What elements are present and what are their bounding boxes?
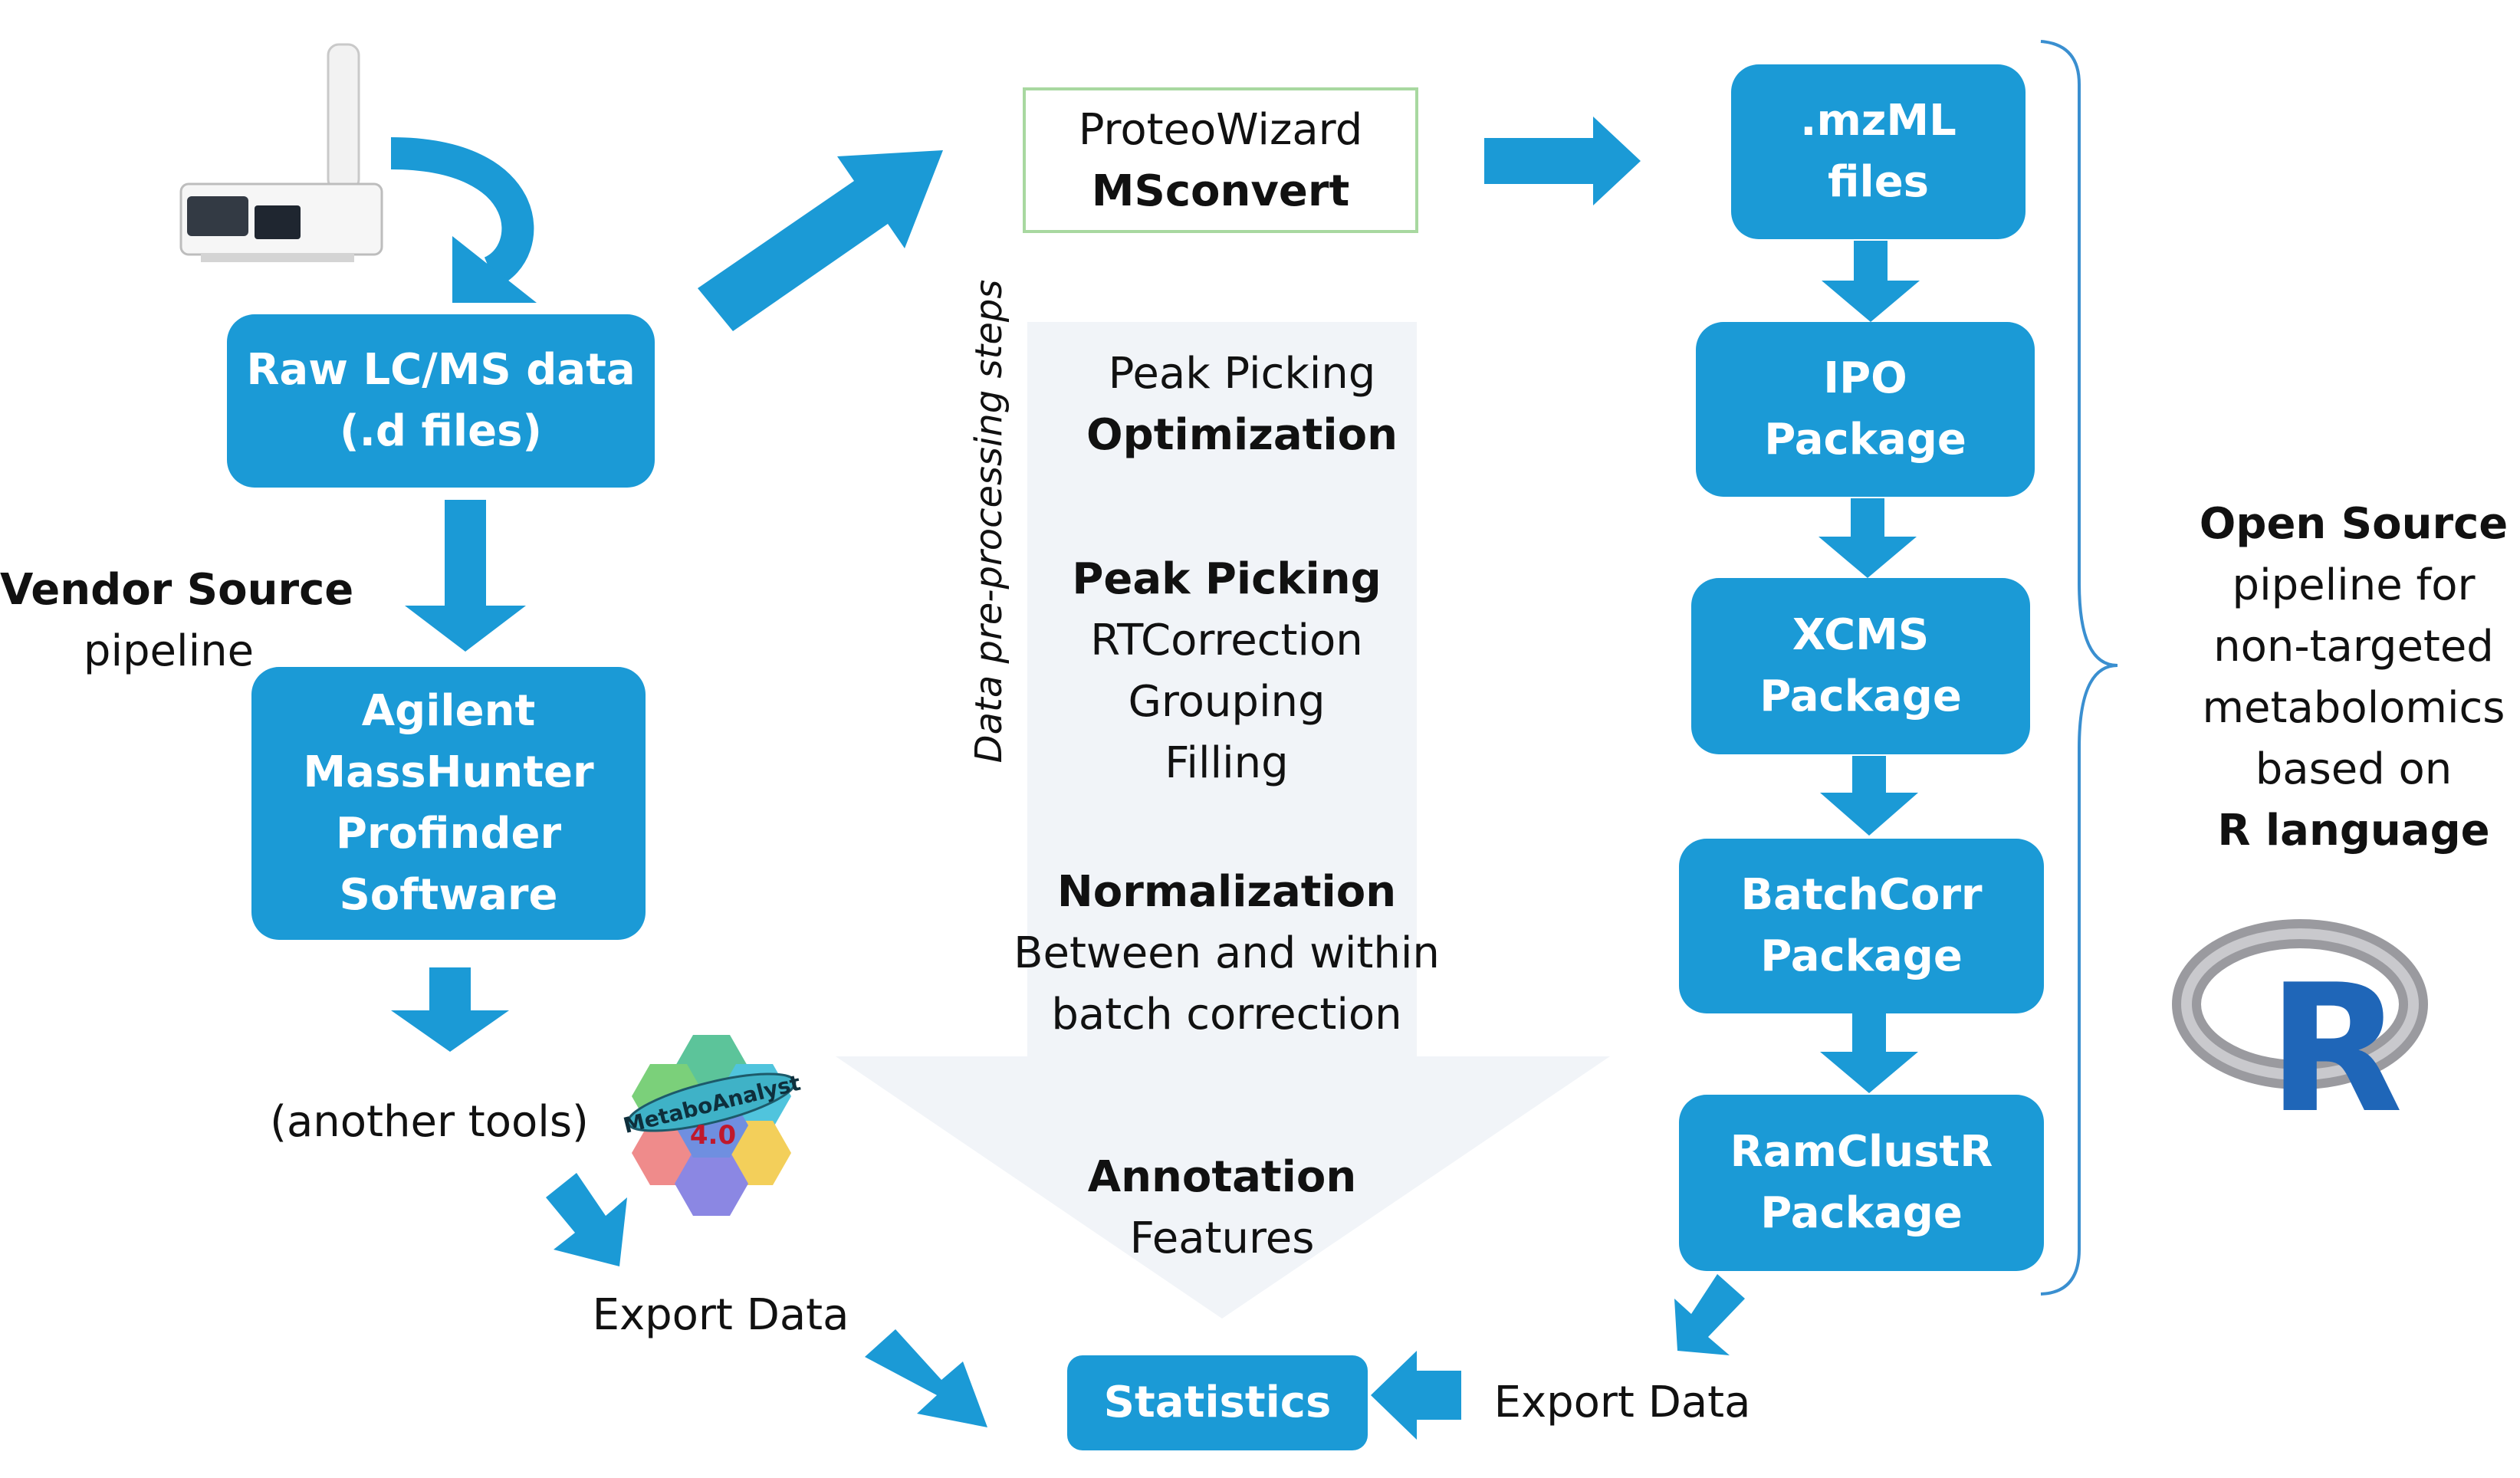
xcms-package-box: XCMS Package xyxy=(1691,578,2030,754)
ramclustr-package-box: RamClustR Package xyxy=(1679,1095,2044,1271)
arrow-raw-to-convert xyxy=(698,150,943,331)
agilent-line1: Agilent xyxy=(361,686,536,736)
converter-label: ProteoWizard MSconvert xyxy=(1024,100,1417,222)
vendor-source-rest: pipeline xyxy=(83,626,255,676)
raw-data-line2: (.d files) xyxy=(339,406,543,456)
preprocessing-group-normalization: Normalization Between and within batch c… xyxy=(1014,867,1440,1040)
preprocessing-group-annotation: Annotation Features xyxy=(1087,1152,1357,1263)
agilent-software-box: Agilent MassHunter Profinder Software xyxy=(251,667,646,940)
curve-arrow xyxy=(390,137,534,287)
converter-box xyxy=(1023,87,1418,233)
svg-text:R: R xyxy=(2267,948,2403,1152)
open-source-brace xyxy=(2040,40,2118,1296)
converter-line1: ProteoWizard xyxy=(1078,105,1363,155)
ipo-package-box: IPO Package xyxy=(1696,322,2035,497)
export-data-right: Export Data xyxy=(1493,1378,1751,1427)
preprocessing-group-optimization: Peak Picking Optimization xyxy=(1086,349,1398,460)
mzml-files-box: .mzML files xyxy=(1731,64,2026,239)
other-tools-label: (another tools) xyxy=(270,1097,589,1147)
raw-data-box: Raw LC/MS data (.d files) xyxy=(227,314,655,488)
arrow-ipo-to-xcms xyxy=(1819,498,1917,578)
metaboanalyst-logo-icon: MetaboAnalyst 4.0 xyxy=(621,1035,803,1216)
arrow-xcms-to-batchcorr xyxy=(1820,756,1918,836)
batchcorr-package-box: BatchCorr Package xyxy=(1679,839,2044,1013)
arrow-raw-to-agilent xyxy=(405,500,526,652)
agilent-line3: Profinder xyxy=(335,809,562,859)
arrow-agilent-to-tools xyxy=(391,967,509,1052)
preprocessing-arrow xyxy=(836,322,1610,1319)
statistics-box: Statistics xyxy=(1067,1355,1368,1450)
arrow-ramclustr-to-export xyxy=(1674,1274,1745,1355)
r-logo-icon: R xyxy=(2172,919,2428,1152)
agilent-line4: Software xyxy=(339,870,558,920)
open-source-label: Open Source pipeline for non-targeted me… xyxy=(2199,499,2509,856)
arrow-export-to-stats xyxy=(865,1329,987,1427)
vendor-source-bold: Vendor Source xyxy=(0,565,354,615)
arrow-export-right-to-stats xyxy=(1371,1351,1461,1440)
agilent-line2: MassHunter xyxy=(303,747,594,797)
flow-arrows xyxy=(391,117,1920,1440)
arrow-convert-to-mzml xyxy=(1484,117,1641,205)
arrow-batchcorr-to-ramclustr xyxy=(1820,1013,1918,1093)
curve-arrow-head xyxy=(452,236,537,303)
arrow-tools-to-export xyxy=(546,1173,627,1266)
export-data-left: Export Data xyxy=(592,1290,849,1340)
raw-data-line1: Raw LC/MS data xyxy=(246,345,636,395)
preprocessing-group-peak-picking: Peak Picking RTCorrection Grouping Filli… xyxy=(1072,554,1382,788)
arrow-mzml-to-ipo xyxy=(1822,241,1920,322)
converter-line2: MSconvert xyxy=(1091,166,1350,216)
svg-text:4.0: 4.0 xyxy=(690,1120,736,1151)
lc-ms-instrument-icon xyxy=(179,43,383,262)
vendor-source-label: Vendor Source pipeline xyxy=(0,560,354,682)
